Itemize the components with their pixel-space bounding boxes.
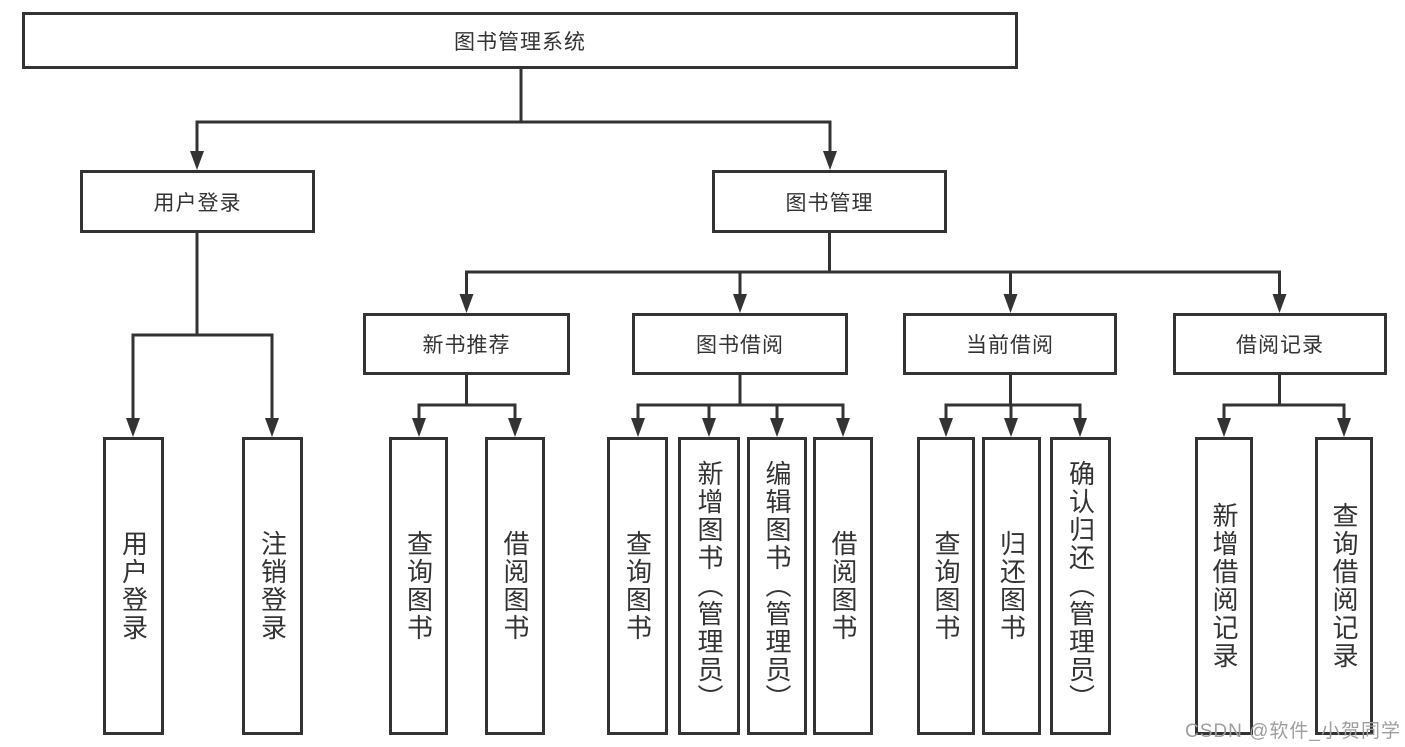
csdn-watermark: CSDN @软件_小贺同学 xyxy=(1185,721,1401,742)
node-label: 借阅记录 xyxy=(1236,334,1324,357)
node-current-borrow: 当前借阅 xyxy=(903,313,1117,375)
leaf-cb-query-books: 查询图书 xyxy=(917,437,975,735)
leaf-bb-add-books-admin: 新增图书（管理员） xyxy=(678,437,740,735)
node-root: 图书管理系统 xyxy=(22,12,1018,69)
node-label: 图书借阅 xyxy=(696,334,784,357)
node-label: 用户登录 xyxy=(153,191,242,215)
node-label: 新增借阅记录 xyxy=(1209,502,1239,670)
node-label: 注销登录 xyxy=(257,530,288,642)
node-label: 新增图书（管理员） xyxy=(694,460,724,712)
node-user-login: 用户登录 xyxy=(80,170,315,233)
node-label: 新书推荐 xyxy=(422,334,511,357)
leaf-logout-login: 注销登录 xyxy=(242,437,303,735)
node-borrow-records: 借阅记录 xyxy=(1173,313,1387,375)
node-label: 查询图书 xyxy=(403,530,434,642)
node-label: 当前借阅 xyxy=(966,334,1054,357)
node-label: 查询图书 xyxy=(622,530,653,642)
leaf-user-login: 用户登录 xyxy=(103,437,164,735)
node-label: 借阅图书 xyxy=(828,530,858,642)
leaf-bb-borrow-books: 借阅图书 xyxy=(813,437,873,735)
leaf-br-query-borrow-record: 查询借阅记录 xyxy=(1315,437,1373,735)
leaf-bb-query-books: 查询图书 xyxy=(607,437,668,735)
leaf-cb-confirm-return-admin: 确认归还（管理员） xyxy=(1050,437,1111,735)
node-new-book-recommend: 新书推荐 xyxy=(363,313,570,375)
node-label: 确认归还（管理员） xyxy=(1065,460,1096,712)
leaf-nbr-borrow-books: 借阅图书 xyxy=(485,437,545,735)
leaf-br-add-borrow-record: 新增借阅记录 xyxy=(1195,437,1253,735)
node-label: 借阅图书 xyxy=(500,530,530,642)
node-label: 图书管理 xyxy=(785,191,874,215)
node-book-management: 图书管理 xyxy=(712,170,947,233)
node-book-borrow: 图书借阅 xyxy=(632,313,848,375)
node-label: 归还图书 xyxy=(996,530,1027,642)
node-label: 查询图书 xyxy=(931,530,961,642)
leaf-bb-edit-books-admin: 编辑图书（管理员） xyxy=(747,437,807,735)
node-label: 用户登录 xyxy=(118,530,149,642)
node-label: 编辑图书（管理员） xyxy=(762,460,792,712)
node-label: 查询借阅记录 xyxy=(1329,502,1359,670)
leaf-cb-return-books: 归还图书 xyxy=(982,437,1041,735)
leaf-nbr-query-books: 查询图书 xyxy=(389,437,448,735)
node-label: 图书管理系统 xyxy=(454,30,586,54)
